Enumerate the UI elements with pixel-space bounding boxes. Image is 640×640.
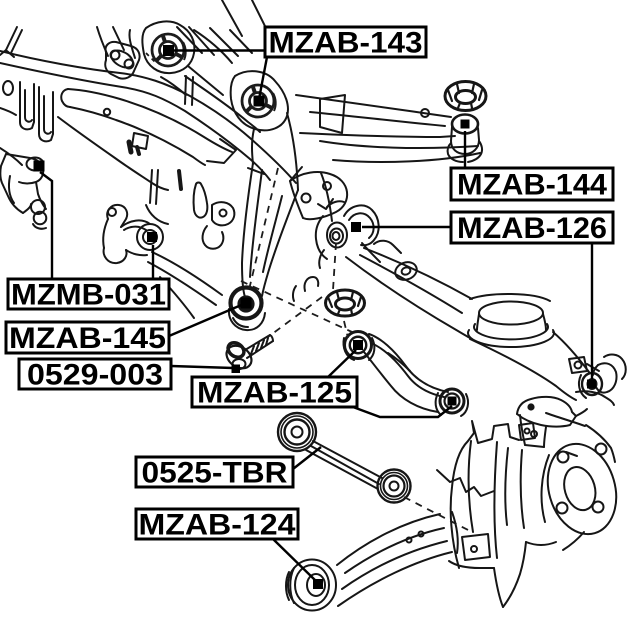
svg-text:0529-003: 0529-003 [27,359,163,392]
svg-text:MZAB-125: MZAB-125 [197,377,352,410]
svg-text:MZAB-124: MZAB-124 [139,509,296,542]
svg-text:MZAB-126: MZAB-126 [457,212,607,245]
svg-text:0525-TBR: 0525-TBR [142,457,288,490]
svg-text:MZAB-145: MZAB-145 [9,322,166,355]
svg-text:MZAB-144: MZAB-144 [457,169,607,202]
svg-text:MZMB-031: MZMB-031 [11,279,166,312]
svg-text:MZAB-143: MZAB-143 [269,27,423,60]
